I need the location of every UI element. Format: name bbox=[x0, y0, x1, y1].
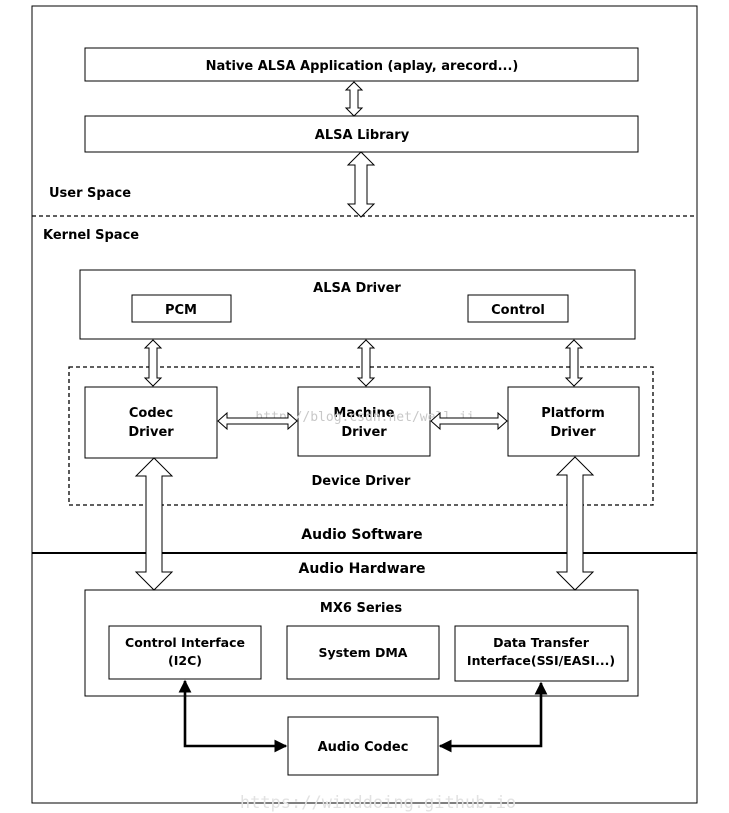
machine-driver-label-line2: Driver bbox=[341, 425, 387, 440]
control-interface-label-line2: (I2C) bbox=[168, 653, 202, 668]
native-alsa-application-label: Native ALSA Application (aplay, arecord.… bbox=[206, 59, 519, 74]
system-dma-label: System DMA bbox=[319, 645, 408, 660]
audio-codec-box bbox=[287, 716, 439, 776]
mx6-series-label: MX6 Series bbox=[320, 601, 402, 616]
control-box bbox=[467, 294, 569, 323]
arrow-machine-platform bbox=[430, 411, 508, 431]
pcm-label: PCM bbox=[165, 303, 197, 318]
arrow-alsa-machine bbox=[356, 339, 376, 387]
system-dma-box bbox=[286, 625, 440, 680]
control-label: Control bbox=[491, 303, 545, 318]
control-interface-box bbox=[108, 625, 262, 680]
alsa-driver-label: ALSA Driver bbox=[313, 281, 401, 296]
arrow-codec-machine bbox=[217, 411, 298, 431]
data-transfer-interface-box bbox=[454, 625, 629, 682]
arrow-alsa-platform bbox=[564, 339, 584, 387]
platform-driver-box bbox=[507, 386, 640, 457]
user-space-label: User Space bbox=[49, 186, 131, 201]
pcm-box bbox=[131, 294, 232, 323]
arrow-platform-hardware bbox=[555, 456, 595, 591]
codec-driver-label-line1: Codec bbox=[129, 406, 173, 421]
arrow-alsa-codec bbox=[143, 339, 163, 387]
platform-driver-label-line2: Driver bbox=[550, 425, 596, 440]
alsa-library-label: ALSA Library bbox=[315, 128, 410, 143]
alsa-library-box bbox=[84, 115, 639, 153]
codec-driver-label-line2: Driver bbox=[128, 425, 174, 440]
machine-driver-label-line1: Machine bbox=[333, 406, 394, 421]
arrow-codec-hardware bbox=[134, 457, 174, 591]
data-transfer-label-line1: Data Transfer bbox=[493, 635, 590, 650]
blog-watermark: http://blog.csdn.net/well_ji bbox=[255, 410, 474, 425]
arrow-library-kernel bbox=[346, 151, 376, 218]
arrow-app-library bbox=[344, 81, 364, 117]
device-driver-group bbox=[68, 366, 654, 506]
audio-codec-label: Audio Codec bbox=[318, 740, 409, 755]
codec-driver-box bbox=[84, 386, 218, 459]
audio-hardware-label: Audio Hardware bbox=[299, 561, 426, 577]
data-transfer-label-line2: Interface(SSI/EASI...) bbox=[467, 653, 615, 668]
audio-software-label: Audio Software bbox=[301, 527, 422, 543]
arrow-ssi-audio-codec bbox=[438, 681, 548, 753]
kernel-space-label: Kernel Space bbox=[43, 228, 139, 243]
site-watermark: https://winddoing.github.io bbox=[240, 793, 516, 813]
machine-driver-box bbox=[297, 386, 431, 457]
platform-driver-label-line1: Platform bbox=[541, 406, 605, 421]
arrow-i2c-audio-codec bbox=[178, 679, 288, 753]
control-interface-label-line1: Control Interface bbox=[125, 635, 245, 650]
device-driver-label: Device Driver bbox=[312, 474, 412, 489]
native-alsa-application-box bbox=[84, 47, 639, 82]
